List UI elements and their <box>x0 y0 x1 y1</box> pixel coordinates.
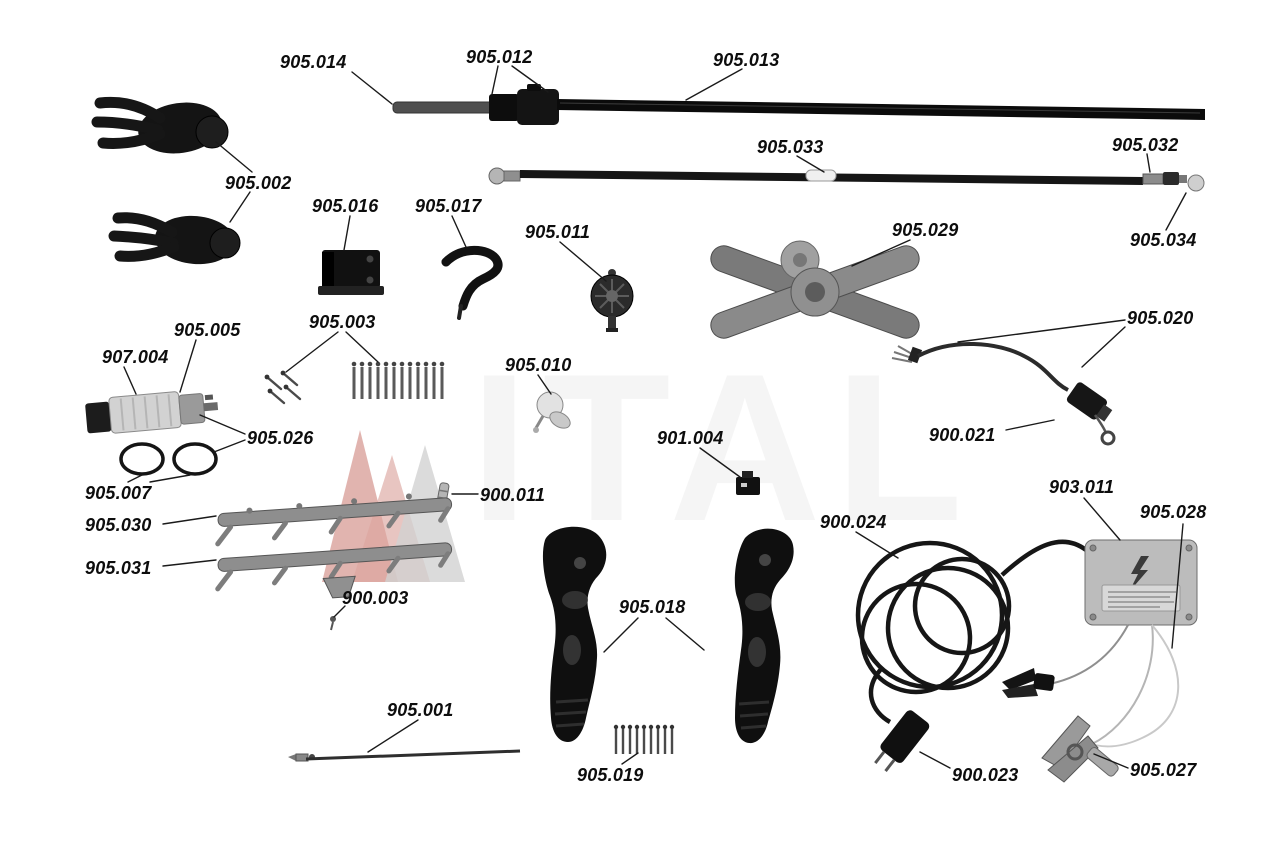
part-label-905-030: 905.030 <box>85 515 152 535</box>
wires-905-028 <box>1037 624 1180 748</box>
part-label-905-031: 905.031 <box>85 558 152 578</box>
part-label-901-004: 901.004 <box>657 428 724 448</box>
part-label-905-026: 905.026 <box>247 428 314 448</box>
o-rings-905-007 <box>119 442 218 476</box>
cable-905-020 <box>891 341 1116 446</box>
part-905-010 <box>533 391 571 433</box>
part-label-905-001: 905.001 <box>387 700 454 720</box>
part-label-905-027: 905.027 <box>1130 760 1197 780</box>
fan-disc-905-011 <box>590 269 634 332</box>
cross-head-905-029 <box>710 240 920 339</box>
handle-right-905-018 <box>734 528 794 744</box>
part-label-905-005: 905.005 <box>174 320 241 340</box>
part-label-905-014: 905.014 <box>280 52 347 72</box>
part-label-905-018: 905.018 <box>619 597 686 617</box>
claw-connector-lower <box>108 212 241 265</box>
plug-900-023 <box>874 710 930 772</box>
pole-assembly-top <box>392 84 1205 125</box>
part-label-905-010: 905.010 <box>505 355 572 375</box>
claw-connector-upper <box>91 96 229 154</box>
rake-905-031 <box>215 542 453 599</box>
screw-set-905-019 <box>613 724 675 754</box>
part-label-905-011: 905.011 <box>525 222 591 242</box>
part-label-900-024: 900.024 <box>820 512 887 532</box>
part-label-907-004: 907.004 <box>102 347 169 367</box>
part-label-905-032: 905.032 <box>1112 135 1179 155</box>
screw-set-905-003 <box>264 361 445 405</box>
rake-905-030 <box>215 493 453 547</box>
part-label-905-013: 905.013 <box>713 50 780 70</box>
part-label-905-003: 905.003 <box>309 312 376 332</box>
part-label-905-017: 905.017 <box>415 196 482 216</box>
part-label-905-033: 905.033 <box>757 137 824 157</box>
part-label-905-002: 905.002 <box>225 173 292 193</box>
part-label-905-012: 905.012 <box>466 47 533 67</box>
part-label-905-016: 905.016 <box>312 196 379 216</box>
cable-coil-900-024 <box>855 539 1088 724</box>
clamp-small-905-027 <box>1002 668 1055 698</box>
handle-left-905-018 <box>542 526 607 742</box>
part-label-900-003: 900.003 <box>342 588 409 608</box>
pole-assembly-inner <box>488 167 1205 192</box>
screw-900-003 <box>330 616 336 631</box>
part-label-903-011: 903.011 <box>1049 477 1115 497</box>
part-label-905-020: 905.020 <box>1127 308 1194 328</box>
trigger-905-017 <box>441 245 503 320</box>
part-label-905-034: 905.034 <box>1130 230 1197 250</box>
part-label-900-021: 900.021 <box>929 425 996 445</box>
rod-905-001 <box>288 749 521 762</box>
connector-901-004 <box>736 471 760 495</box>
part-label-905-028: 905.028 <box>1140 502 1207 522</box>
part-label-900-023: 900.023 <box>952 765 1019 785</box>
part-label-905-007: 905.007 <box>85 483 152 503</box>
motor-907-004 <box>85 391 219 434</box>
control-box-903-011 <box>1084 539 1198 626</box>
part-label-900-011: 900.011 <box>480 485 546 505</box>
clamp-large-905-027 <box>1041 715 1119 783</box>
part-label-905-029: 905.029 <box>892 220 959 240</box>
leader-lines <box>123 65 1187 769</box>
bracket-905-016 <box>318 250 384 295</box>
part-label-905-019: 905.019 <box>577 765 644 785</box>
